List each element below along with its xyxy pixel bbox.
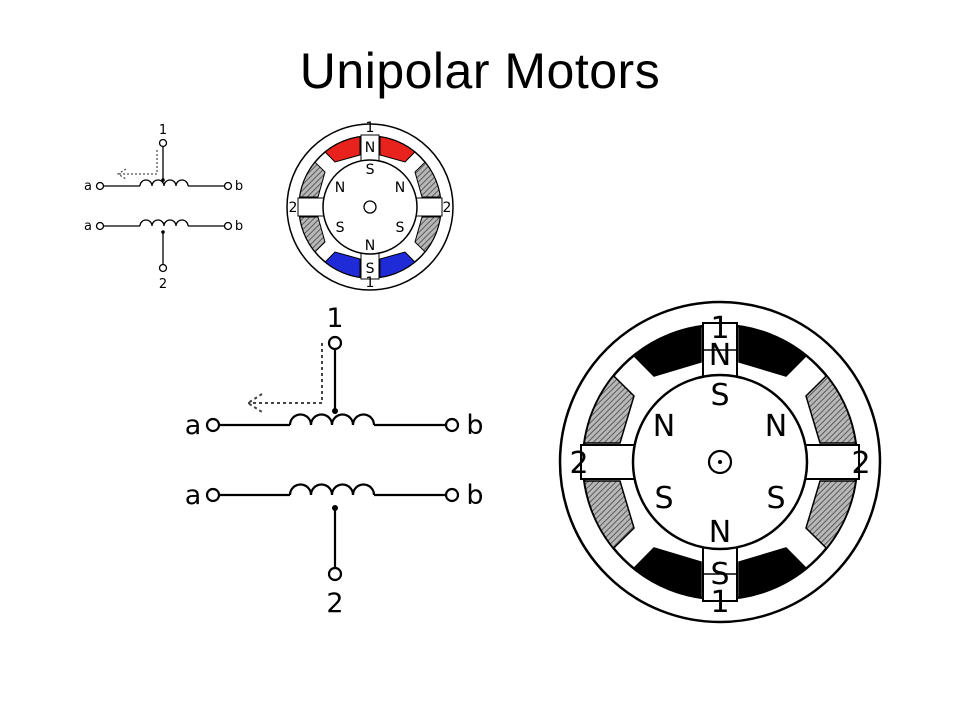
pole-label-top-large: N [709,338,731,373]
terminal-2-tap [158,263,168,273]
rotor-label-bottom-large: N [709,515,731,550]
rotor-label-top-large: S [710,378,729,413]
label-coil1-b: b [235,179,243,194]
pole-south-left [324,251,361,278]
terminal-b-1 [223,181,233,191]
rotor-label-upper-left: N [335,180,345,196]
label-tap-2: 2 [159,277,167,292]
stator-label-bottom-large: 1 [710,585,729,620]
pole-label-bottom-large: S [710,557,729,592]
label-coil2-b-large: b [466,480,483,511]
pole-north-left [324,136,361,163]
label-coil1-b-large: b [466,410,483,441]
stator-label-top-large: 1 [710,311,729,346]
terminal-a-2 [95,221,105,231]
pole-top-right-large [738,325,808,377]
rotor-label-lower-right: S [396,220,405,236]
label-tap-1-large: 1 [326,303,343,334]
pole-top-left-large [632,325,702,377]
stator-label-left: 2 [289,200,298,216]
rotor-label-lower-right-large: S [766,481,785,516]
pole-bottom-left-large [632,547,702,599]
terminal-2-tap-large [327,566,343,582]
label-coil1-a: a [84,179,92,194]
terminal-a-1-large [205,417,221,433]
current-arrow-large [248,343,323,404]
rotor-label-lower-left-large: S [654,481,673,516]
terminal-1-tap [158,138,168,148]
coil-winding-2-large [288,483,376,496]
stator-label-left-large: 2 [569,446,588,481]
label-coil2-a: a [84,219,92,234]
rotor-label-upper-right: N [395,180,405,196]
terminal-1-tap-large [327,335,343,351]
motor-large: 1 N S N S 1 2 2 N N S S [558,300,882,624]
label-tap-1: 1 [159,123,167,138]
terminal-a-1 [95,181,105,191]
pole-north-right [379,136,416,163]
label-coil2-b: b [235,219,243,234]
pole-label-bottom: S [366,261,375,277]
label-coil1-a-large: a [185,410,202,441]
terminal-b-2 [223,221,233,231]
pole-south-right [379,251,416,278]
schematic-large: 1 2 a b a b [185,303,484,619]
pole-bottom-right-large [738,547,808,599]
terminal-b-1-large [444,417,460,433]
rotor-label-upper-left-large: N [653,409,675,444]
rotor-label-lower-left: S [336,220,345,236]
motor-small: 1 N S N S 1 2 2 N N S S [286,120,454,291]
pole-label-top: N [365,140,375,156]
label-tap-2-large: 2 [326,588,343,619]
stator-label-top: 1 [366,120,375,136]
label-coil2-a-large: a [185,480,202,511]
current-arrow-small [118,150,158,175]
schematic-small: 1 2 a b a b [84,123,243,292]
rotor-shaft [363,200,377,214]
terminal-b-2-large [444,487,460,503]
stator-label-bottom: 1 [366,275,375,291]
rotor-label-upper-right-large: N [765,409,787,444]
stator-label-right-large: 2 [851,446,870,481]
terminal-a-2-large [205,487,221,503]
stator-label-right: 2 [443,200,452,216]
slide-title: Unipolar Motors [299,43,661,99]
coil-winding-1 [139,179,189,187]
rotor-label-top: S [366,162,375,178]
coil-winding-2 [139,219,189,227]
rotor-label-bottom: N [365,238,375,254]
coil-winding-1-large [288,413,376,426]
